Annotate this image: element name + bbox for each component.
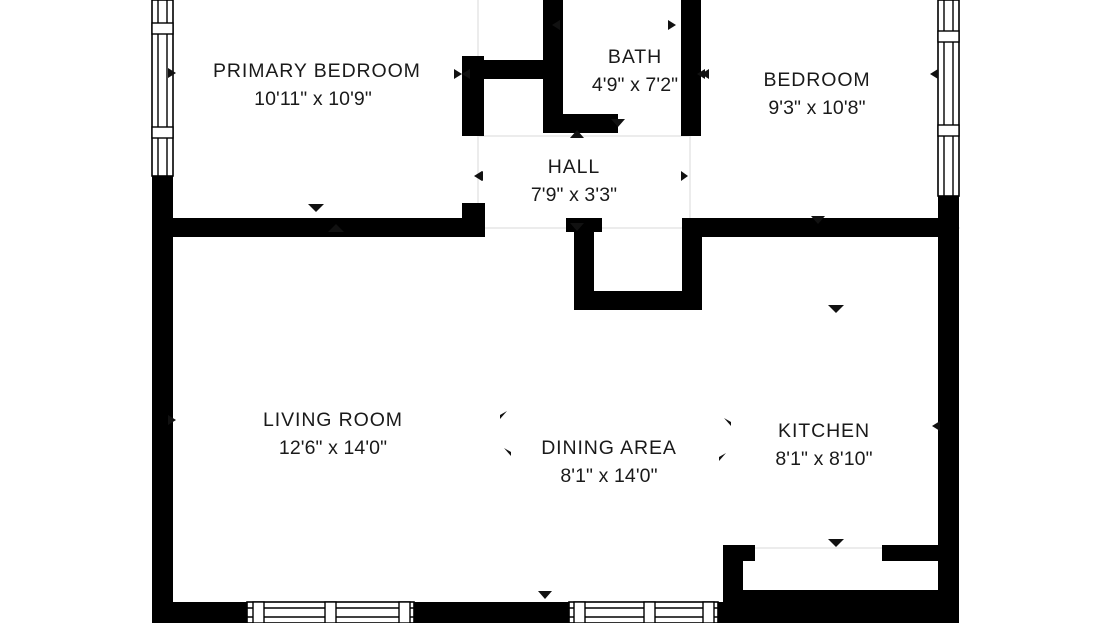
room-dimensions-hall: 7'9" x 3'3": [530, 183, 618, 206]
marker-kitchen-right-dim: [932, 421, 940, 431]
marker-dining-right-down: [719, 453, 726, 461]
wall-hall-closet-top-flange: [566, 218, 602, 232]
dimension-arrow-markers: [168, 20, 940, 599]
wall-kitchen-top-left-stub: [723, 545, 755, 561]
marker-bedroom-left-dim: [697, 69, 705, 79]
wall-kitchen-bottom: [723, 590, 959, 610]
marker-dining-left-up: [500, 411, 507, 419]
room-name-bath: BATH: [607, 46, 663, 68]
wall-bath-right: [681, 0, 701, 136]
room-label-kitchen: KITCHEN 8'1" x 8'10": [744, 418, 904, 473]
walls-group: [152, 0, 959, 623]
marker-pb-bottom: [308, 204, 324, 212]
marker-dining-right-up: [724, 418, 731, 426]
room-dimensions-dining-area: 8'1" x 14'0": [560, 464, 658, 487]
room-label-dining-area: DINING AREA 8'1" x 14'0": [529, 435, 689, 490]
room-dimensions-living-room: 12'6" x 14'0": [278, 436, 388, 459]
wall-kitchen-top-right: [882, 545, 959, 561]
wall-jog-bath-bottom-left: [462, 114, 484, 136]
wall-interior-horizontal-left: [152, 218, 485, 237]
marker-pb-right-edge: [454, 69, 462, 79]
marker-living-bottom-dim: [538, 591, 552, 599]
marker-closet-right: [462, 69, 470, 79]
room-label-living-room: LIVING ROOM 12'6" x 14'0": [253, 407, 413, 462]
wall-jog-right-upper: [921, 218, 943, 236]
wall-interior-horizontal-right: [682, 218, 959, 237]
wall-hall-closet-right: [682, 218, 702, 310]
marker-bedroom-bottom-dim: [811, 216, 825, 224]
marker-living-left-dim: [168, 415, 176, 425]
marker-bath-left-dim: [552, 20, 560, 30]
marker-primary-bedroom-right: [930, 69, 938, 79]
wall-bath-left: [543, 0, 563, 130]
room-name-dining-area: DINING AREA: [541, 437, 677, 459]
room-dimensions-kitchen: 8'1" x 8'10": [775, 447, 873, 470]
wall-jog-hall-left: [463, 218, 485, 237]
room-name-kitchen: KITCHEN: [778, 420, 870, 442]
wall-closet-horizontal: [462, 60, 552, 79]
room-name-living-room: LIVING ROOM: [263, 409, 403, 431]
room-dimensions-primary-bedroom: 10'11" x 10'9": [254, 87, 372, 110]
room-label-primary-bedroom: PRIMARY BEDROOM 10'11" x 10'9": [213, 58, 421, 113]
room-name-bedroom: BEDROOM: [763, 69, 871, 91]
wall-hall-closet-bottom: [574, 291, 702, 310]
wall-exterior-bottom-a: [152, 602, 247, 623]
room-name-primary-bedroom: PRIMARY BEDROOM: [213, 60, 421, 82]
marker-primary-bedroom-left: [168, 68, 176, 78]
window-left-upper: [151, 0, 174, 177]
wall-exterior-right: [938, 196, 959, 623]
wall-hall-closet-left: [574, 218, 594, 310]
marker-dining-left-down: [504, 448, 511, 456]
wall-exterior-left: [152, 176, 173, 623]
window-bottom-left: [246, 601, 415, 623]
marker-bath-bottom-dim: [611, 119, 625, 127]
wall-bath-bottom: [543, 114, 618, 133]
wall-exterior-bottom-b: [414, 602, 569, 623]
wall-jog-bath-right-bottom: [681, 114, 701, 136]
marker-bath-right-dim: [668, 20, 676, 30]
room-label-hall: HALL 7'9" x 3'3": [494, 154, 654, 209]
room-label-bath: BATH 4'9" x 7'2": [555, 44, 715, 99]
marker-hall-left-dim: [475, 171, 483, 181]
room-name-hall: HALL: [547, 156, 601, 178]
marker-hall-top-dim: [570, 130, 584, 138]
marker-hall-bottom-dim: [570, 223, 584, 231]
window-bottom-center: [568, 601, 719, 623]
room-dimensions-bath: 4'9" x 7'2": [591, 73, 679, 96]
window-right-upper: [937, 0, 960, 197]
marker-kitchen-area-dim: [828, 539, 844, 547]
room-label-bedroom: BEDROOM 9'3" x 10'8": [737, 67, 897, 122]
room-dimensions-bedroom: 9'3" x 10'8": [768, 96, 866, 119]
marker-living-top: [328, 224, 344, 232]
marker-hall-right-dim: [681, 171, 688, 181]
marker-kitchen-top-dim: [828, 305, 844, 313]
